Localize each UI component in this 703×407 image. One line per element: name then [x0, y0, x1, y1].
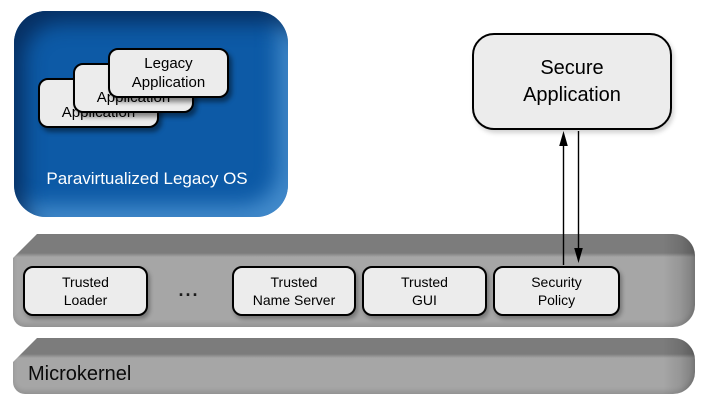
security-policy-box: Security Policy	[493, 266, 620, 316]
trusted-name-server-label: Trusted Name Server	[252, 273, 336, 308]
ellipsis: ...	[178, 280, 200, 300]
security-policy-label: Security Policy	[531, 273, 582, 308]
trusted-name-server-box: Trusted Name Server	[232, 266, 356, 316]
trusted-loader-label: Trusted Loader	[62, 273, 109, 308]
paravirtualized-legacy-os-box: Legacy Application Legacy Application Le…	[14, 11, 288, 217]
secure-application-box: Secure Application	[472, 33, 672, 130]
trusted-loader-box: Trusted Loader	[23, 266, 148, 316]
legacy-application-label: Legacy Application	[131, 54, 206, 92]
trusted-services-bar: Trusted Loader ... Trusted Name Server T…	[13, 234, 695, 327]
trusted-gui-box: Trusted GUI	[362, 266, 487, 316]
microkernel-bar: Microkernel	[13, 338, 695, 394]
paravirtualized-legacy-os-label: Paravirtualized Legacy OS	[46, 169, 248, 188]
trusted-gui-label: Trusted GUI	[401, 273, 448, 308]
microkernel-label: Microkernel	[28, 363, 132, 385]
legacy-application-box-front: Legacy Application	[108, 48, 229, 98]
secure-application-label: Secure Application	[523, 56, 621, 106]
